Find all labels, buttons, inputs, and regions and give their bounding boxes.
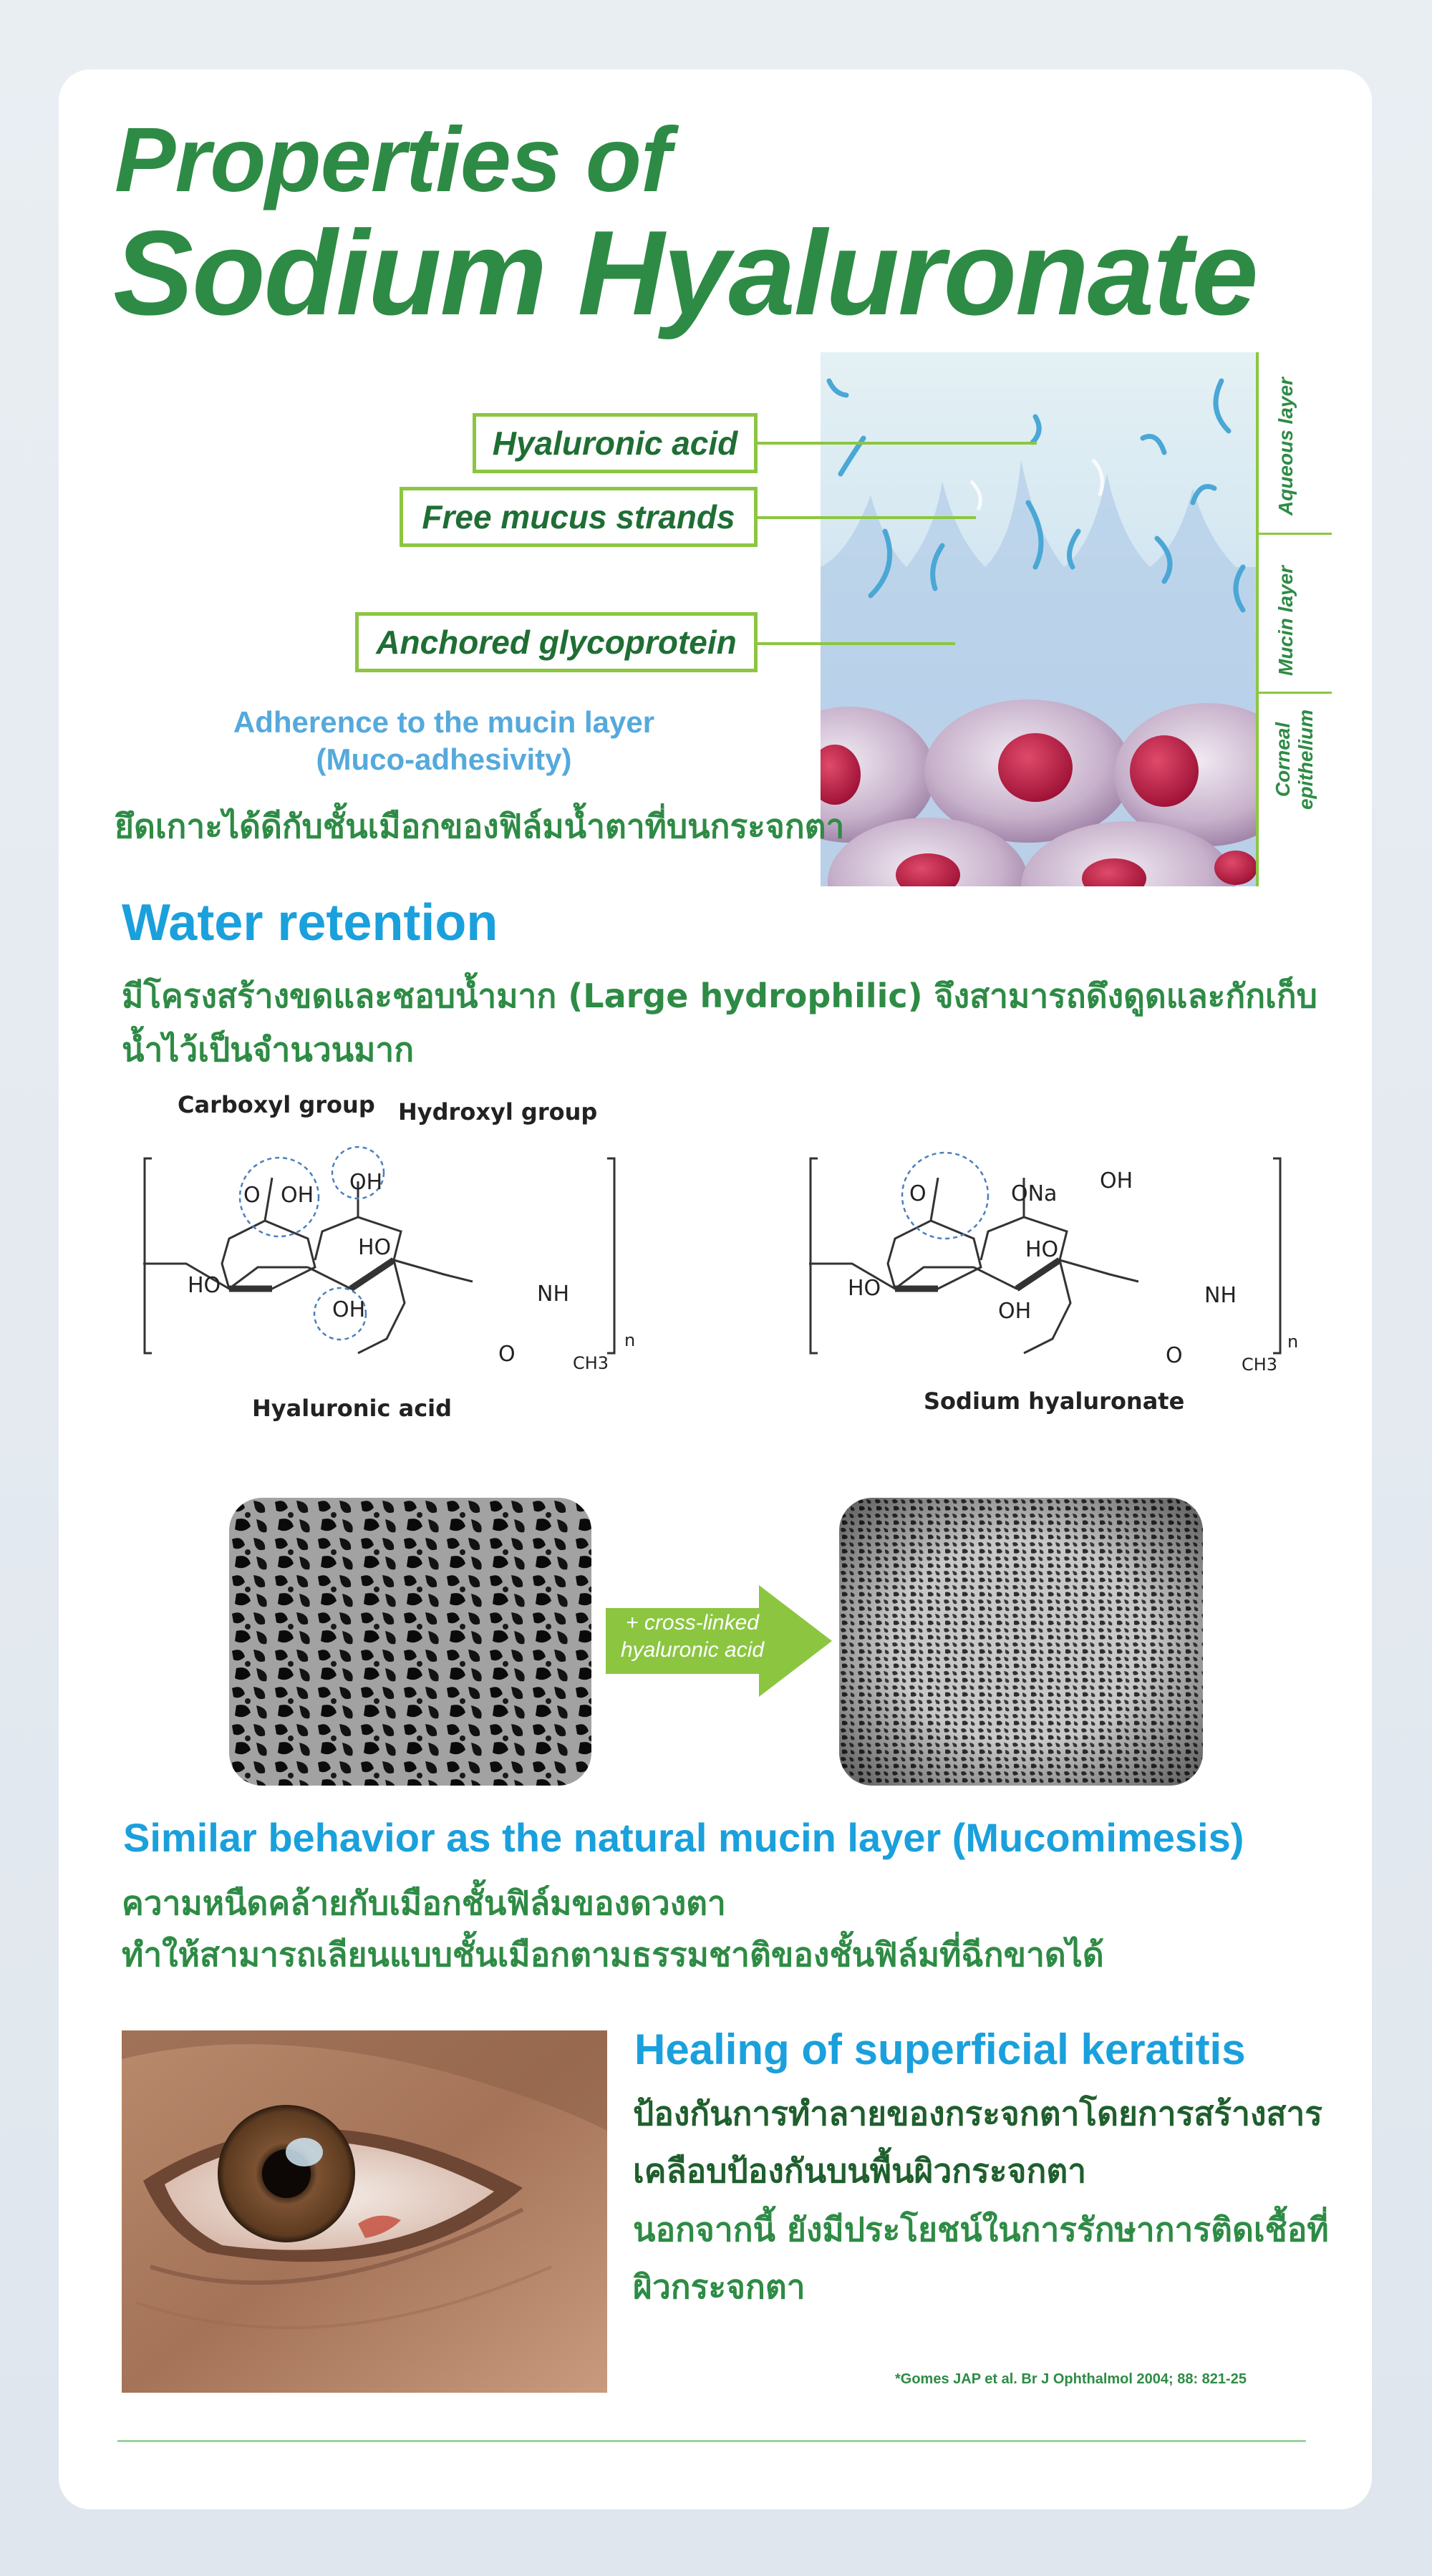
sh-nh-label: NH bbox=[1204, 1283, 1237, 1308]
tear-film-illustration bbox=[821, 352, 1256, 886]
free-mucus-strands-leader bbox=[758, 516, 976, 519]
title-line-2: Sodium Hyaluronate bbox=[113, 205, 1259, 340]
sodium-hyaluronate-caption: Sodium hyaluronate bbox=[924, 1388, 1185, 1415]
sh-n-label: n bbox=[1287, 1332, 1299, 1352]
sh-ona-label: ONa bbox=[1011, 1181, 1058, 1206]
water-thai-line-2: น้ำไว้เป็นจำนวนมาก bbox=[122, 1030, 415, 1069]
cross-link-arrow bbox=[606, 1585, 832, 1697]
sh-oh-label-1: OH bbox=[1100, 1168, 1133, 1193]
healing-thai-line-1: ป้องกันการทำลายของกระจกตาโดยการสร้างสาร bbox=[633, 2094, 1323, 2133]
healing-thai-line-4: ผิวกระจกตา bbox=[633, 2267, 806, 2306]
ha-o-label-2: O bbox=[498, 1342, 516, 1367]
hyaluronic-acid-caption: Hyaluronic acid bbox=[252, 1395, 453, 1422]
anchored-glycoprotein-leader bbox=[758, 642, 955, 645]
mucomimesis-heading: Similar behavior as the natural mucin la… bbox=[123, 1815, 1244, 1860]
sh-ho-label-1: HO bbox=[848, 1276, 881, 1301]
water-retention-heading: Water retention bbox=[122, 894, 498, 952]
healing-thai-line-2: เคลือบป้องกันบนพื้นผิวกระจกตา bbox=[633, 2151, 1087, 2190]
ha-o-label: O bbox=[243, 1183, 261, 1208]
sh-oh-label-2: OH bbox=[998, 1299, 1032, 1324]
anchored-glycoprotein-label: Anchored glycoprotein bbox=[355, 612, 758, 672]
hyaluronic-acid-micrograph bbox=[229, 1498, 591, 1786]
corneal-epithelium-label: Corneal epithelium bbox=[1272, 710, 1317, 810]
healing-heading: Healing of superficial keratitis bbox=[634, 2025, 1246, 2073]
ha-oh-label-3: OH bbox=[332, 1297, 366, 1322]
layer-divider-vertical bbox=[1256, 352, 1259, 886]
sh-ho-label-2: HO bbox=[1025, 1237, 1059, 1262]
sh-o-label: O bbox=[909, 1181, 927, 1206]
title-line-1: Properties of bbox=[115, 109, 671, 211]
layer-divider-2 bbox=[1256, 692, 1332, 694]
footer-divider bbox=[117, 2440, 1306, 2442]
sh-ch3-label: CH3 bbox=[1242, 1355, 1278, 1375]
adherence-thai: ยึดเกาะได้ดีกับชั้นเมือกของฟิล์มน้ำตาที่… bbox=[115, 807, 845, 846]
mucomimesis-thai-line-1: ความหนืดคล้ายกับเมือกชั้นฟิล์มของดวงตา bbox=[122, 1884, 726, 1922]
hyaluronic-acid-structure bbox=[143, 1146, 616, 1355]
ha-ho-label-2: HO bbox=[358, 1235, 392, 1260]
eye-photo bbox=[122, 2030, 607, 2393]
hyaluronic-acid-leader bbox=[758, 442, 1037, 445]
aqueous-layer-label: Aqueous layer bbox=[1274, 377, 1297, 515]
cross-linked-micrograph bbox=[839, 1498, 1203, 1786]
hydroxyl-group-label: Hydroxyl group bbox=[398, 1098, 598, 1125]
free-mucus-strands-label: Free mucus strands bbox=[400, 487, 758, 547]
healing-thai-line-3: นอกจากนี้ ยังมีประโยชน์ในการรักษาการติดเ… bbox=[633, 2210, 1329, 2249]
ha-nh-label: NH bbox=[537, 1282, 569, 1307]
adherence-heading: Adherence to the mucin layer bbox=[233, 705, 655, 739]
ha-ch3-label: CH3 bbox=[573, 1353, 609, 1373]
arrow-label-line-1: + cross-linked bbox=[626, 1611, 759, 1635]
water-thai-line-1: มีโครงสร้างขดและชอบน้ำมาก (Large hydroph… bbox=[122, 977, 1317, 1015]
adherence-subheading: (Muco-adhesivity) bbox=[316, 742, 572, 776]
reference-citation: *Gomes JAP et al. Br J Ophthalmol 2004; … bbox=[895, 2371, 1247, 2387]
sodium-hyaluronate-structure bbox=[809, 1151, 1282, 1355]
ha-oh-label-1: OH bbox=[281, 1183, 314, 1208]
hyaluronic-acid-label: Hyaluronic acid bbox=[473, 413, 758, 473]
mucomimesis-thai-line-2: ทำให้สามารถเลียนแบบชั้นเมือกตามธรรมชาติข… bbox=[122, 1935, 1104, 1974]
ha-oh-label-2: OH bbox=[349, 1170, 383, 1195]
layer-divider-1 bbox=[1256, 533, 1332, 535]
carboxyl-group-label: Carboxyl group bbox=[178, 1091, 375, 1118]
sh-o-label-2: O bbox=[1166, 1343, 1183, 1368]
ha-n-label: n bbox=[624, 1330, 636, 1350]
arrow-label-line-2: hyaluronic acid bbox=[620, 1638, 765, 1662]
ha-ho-label-1: HO bbox=[188, 1273, 221, 1298]
mucin-layer-label: Mucin layer bbox=[1274, 565, 1297, 676]
